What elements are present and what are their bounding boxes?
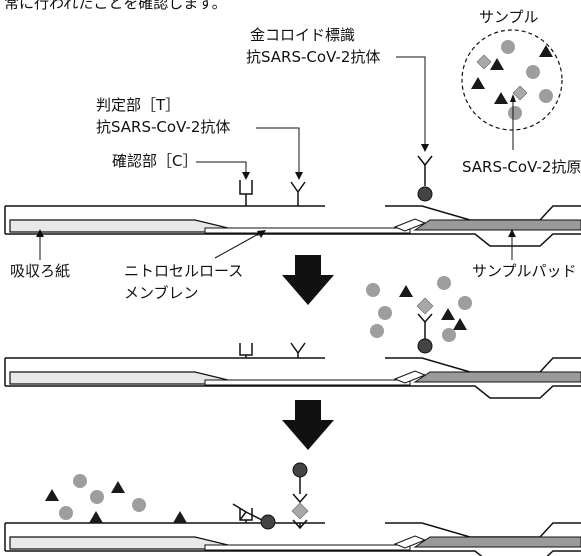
- gold-antibody: [417, 155, 433, 202]
- gold-colloid-label-2: 抗SARS-CoV-2抗体: [246, 48, 380, 66]
- sample-particles-2: [366, 276, 472, 354]
- test-line-label-1: 判定部［T］: [96, 96, 180, 114]
- strip-panel-2: [4, 357, 581, 399]
- membrane-label-1: ニトロセルロース: [124, 262, 243, 280]
- antigen-label: SARS-CoV-2抗原: [462, 158, 581, 176]
- strip-panel-1: [4, 205, 581, 247]
- test-line-antibody-2: [290, 342, 306, 358]
- sample-label: サンプル: [479, 8, 539, 26]
- control-line-complex: [232, 503, 276, 530]
- down-arrow-1: [282, 255, 334, 305]
- control-line-antibody-2: [239, 343, 253, 358]
- membrane-label-2: メンブレン: [124, 284, 199, 302]
- test-line-antibody: [290, 181, 306, 207]
- strip-panel-3: [4, 522, 581, 556]
- sample-pad-label: サンプルパッド: [472, 262, 577, 280]
- down-arrow-2: [282, 400, 334, 450]
- flowed-particles-3: [45, 474, 187, 523]
- test-line-complex: [291, 462, 309, 530]
- absorbent-paper-label: 吸収ろ紙: [10, 262, 70, 280]
- gold-colloid-label-1: 金コロイド標識: [250, 26, 355, 44]
- control-line-antibody: [239, 179, 253, 207]
- control-line-label: 確認部［C］: [112, 152, 197, 170]
- sample-illustration: [461, 29, 563, 150]
- top-caption: 常に行われたことを確認します。: [4, 0, 227, 12]
- test-line-label-2: 抗SARS-CoV-2抗体: [96, 118, 230, 136]
